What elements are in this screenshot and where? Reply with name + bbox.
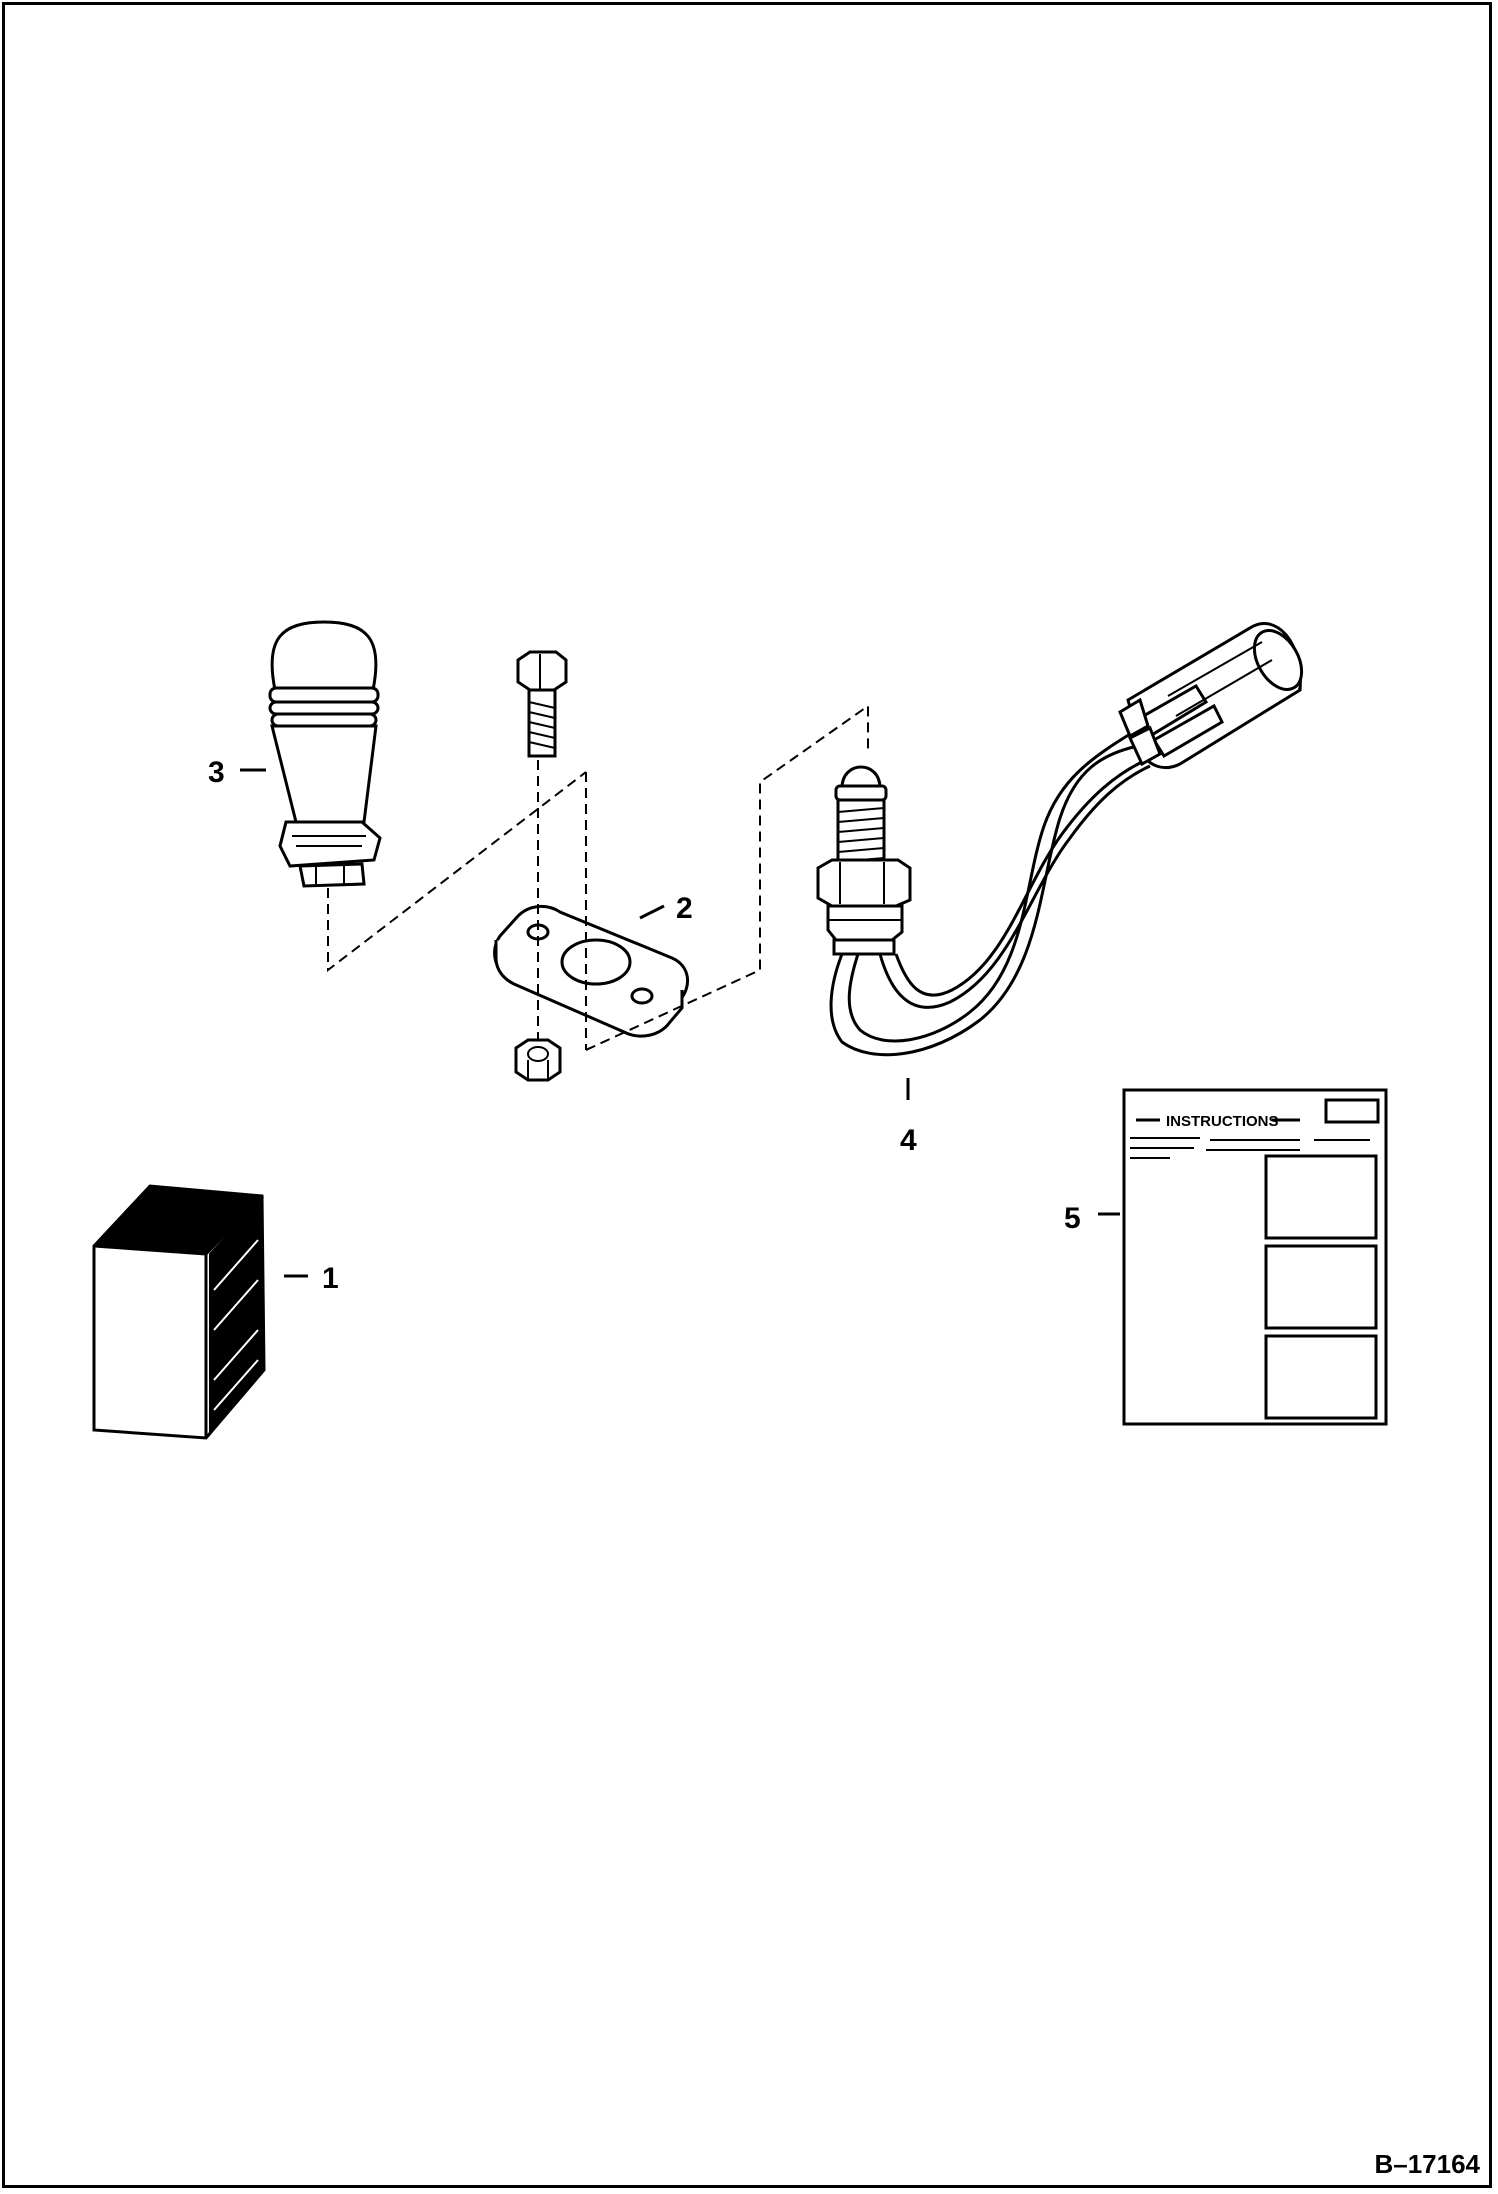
callout-5: 5 (1064, 1202, 1081, 1235)
assembly-guide-lines (327, 704, 869, 1051)
part-2-mounting-hardware (493, 650, 689, 1082)
part-4-sensor-switch (816, 622, 1304, 1057)
instruction-sheet-heading: INSTRUCTIONS (1166, 1113, 1279, 1130)
part-3-knob (268, 620, 382, 888)
callout-2: 2 (676, 892, 693, 925)
part-5-instruction-sheet: INSTRUCTIONS (1122, 1088, 1388, 1426)
callout-1: 1 (322, 1262, 339, 1295)
leader-lines (240, 768, 1120, 1278)
callout-4: 4 (900, 1124, 917, 1157)
part-1-decal-block (92, 1184, 266, 1440)
callout-3: 3 (208, 756, 225, 789)
figure-reference-code: B–17164 (1374, 2149, 1480, 2179)
